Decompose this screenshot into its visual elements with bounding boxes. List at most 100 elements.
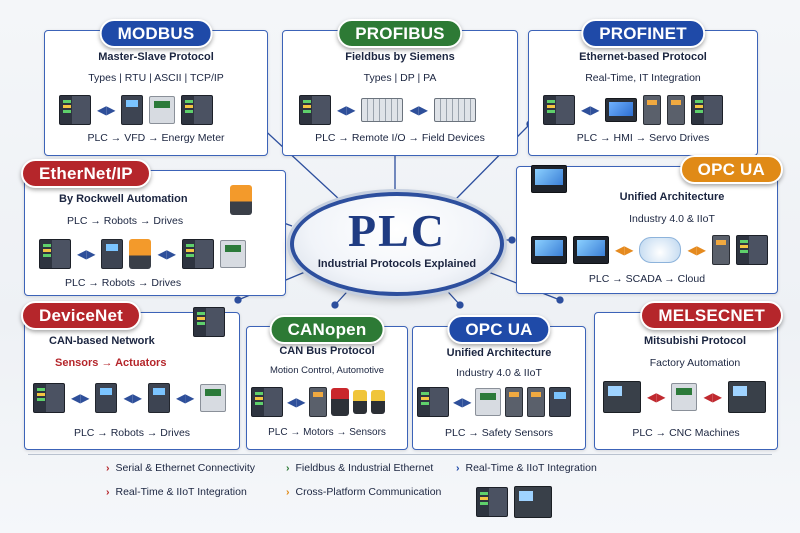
opcua-right-chain: PLC → SCADA → Cloud (588, 273, 706, 285)
center-subtitle: Industrial Protocols Explained (317, 258, 477, 270)
arrow-icon: ◀▶ (409, 103, 428, 117)
opcua-bottom-badge: OPC UA (447, 315, 551, 344)
ethernetip-badge: EtherNet/IP (21, 159, 151, 188)
ethernetip-desc: By Rockwell Automation (59, 193, 188, 205)
opcua-right-types: Industry 4.0 & IIoT (629, 213, 715, 225)
plc-device (39, 239, 71, 269)
robot-arm-device (230, 185, 252, 215)
robot-device (129, 239, 152, 269)
plc-device (251, 387, 283, 417)
opcua-bottom-chain: PLC → Safety Sensors (445, 427, 553, 439)
arrow-icon: ◀▶ (337, 103, 356, 117)
servo-device (309, 387, 328, 417)
plc-device (299, 95, 331, 125)
plc-device (543, 95, 575, 125)
plc-device (417, 387, 449, 417)
devicenet-chain: PLC → Robots → Drives (73, 427, 191, 439)
sensor-device (353, 390, 368, 414)
arrow-icon: ◀▶ (687, 243, 706, 257)
opcua-bottom-panel: OPC UA Unified Architecture Industry 4.0… (412, 315, 586, 450)
drive-device (95, 383, 118, 413)
ethernetip-chain: PLC → Robots → Drives (65, 277, 182, 289)
link-modbus (257, 123, 341, 201)
opcua-right-panel: OPC UA Unified Architecture Industry 4.0… (516, 155, 783, 294)
plc-device (59, 95, 91, 125)
drive-device (101, 239, 124, 269)
profibus-desc: Fieldbus by Siemens (345, 51, 455, 63)
module-device (200, 384, 227, 412)
chevron-right-icon: › (456, 462, 460, 474)
profibus-badge: PROFIBUS (337, 19, 463, 48)
plc-device (193, 307, 225, 337)
canopen-desc: CAN Bus Protocol (279, 345, 375, 357)
arrow-icon: ◀▶ (157, 247, 176, 261)
ethernetip-devices: ◀▶ ◀▶ (39, 239, 246, 269)
ethernetip-panel: EtherNet/IP By Rockwell Automation PLC →… (21, 159, 286, 296)
hmi-device (605, 98, 638, 122)
arrow-icon: ◀▶ (615, 243, 634, 257)
melsecnet-chain: PLC → CNC Machines (632, 427, 740, 439)
arrow-icon: ◀▶ (77, 247, 96, 261)
chevron-right-icon: › (106, 462, 110, 474)
footer-divider (28, 454, 772, 455)
servo-device (527, 387, 546, 417)
field-device (433, 98, 476, 122)
chevron-right-icon: › (286, 462, 290, 474)
module-device (219, 240, 246, 268)
modbus-badge: MODBUS (99, 19, 213, 48)
safety-device (475, 388, 502, 416)
footer-item: ›Real-Time & IIoT Integration (456, 462, 597, 474)
arrow-icon: ◀▶ (647, 390, 666, 404)
footer-devices (476, 486, 552, 518)
opcua-right-badge: OPC UA (679, 155, 783, 184)
servo-device (643, 95, 662, 125)
canopen-devices: ◀▶ (251, 387, 386, 417)
motor-device (331, 388, 350, 416)
plc-device (181, 95, 214, 125)
footer-legend: ›Serial & Ethernet Connectivity ›Fieldbu… (96, 458, 656, 514)
profibus-devices: ◀▶ ◀▶ (299, 95, 476, 125)
arrow-icon: ◀▶ (123, 391, 142, 405)
pc-device (531, 165, 567, 193)
arrow-icon: ◀▶ (287, 395, 306, 409)
canopen-types: Motion Control, Automotive (269, 365, 385, 376)
profibus-types: Types | DP | PA (363, 72, 437, 84)
profinet-devices: ◀▶ (543, 95, 724, 125)
devicenet-desc: CAN-based Network (49, 335, 155, 347)
modbus-desc: Master-Slave Protocol (98, 51, 214, 63)
melsecnet-devices: ◀▶ ◀▶ (603, 381, 766, 413)
modbus-devices: ◀▶ (59, 95, 214, 125)
profinet-panel: PROFINET Ethernet-based Protocol Real-Ti… (528, 19, 758, 156)
plc-device (476, 487, 508, 517)
arrow-icon: ◀▶ (703, 390, 722, 404)
arrow-icon: ◀▶ (97, 103, 116, 117)
melsecnet-panel: MELSECNET Mitsubishi Protocol Factory Au… (594, 301, 783, 450)
plc-center-hub: PLC Industrial Protocols Explained (290, 192, 504, 296)
cloud-icon (639, 237, 682, 263)
melsecnet-types: Factory Automation (649, 357, 741, 369)
devicenet-devices: ◀▶ ◀▶ ◀▶ (33, 383, 227, 413)
servo-device (505, 387, 524, 417)
scada-device (573, 236, 609, 264)
drive-device (549, 387, 572, 417)
arrow-icon: ◀▶ (453, 395, 472, 409)
modbus-chain: PLC → VFD → Energy Meter (87, 132, 225, 144)
arrow-icon: ◀▶ (581, 103, 600, 117)
footer-item: ›Fieldbus & Industrial Ethernet (286, 462, 434, 474)
arrow-icon: ◀▶ (175, 391, 195, 405)
cnc-device (727, 381, 766, 413)
canopen-panel: CANopen CAN Bus Protocol Motion Control,… (246, 315, 408, 450)
melsecnet-badge: MELSECNET (640, 301, 783, 330)
plc-device (181, 239, 214, 269)
servo-device (711, 235, 730, 265)
profinet-badge: PROFINET (581, 19, 705, 48)
plc-device (33, 383, 65, 413)
melsecnet-desc: Mitsubishi Protocol (643, 335, 747, 347)
profibus-panel: PROFIBUS Fieldbus by Siemens Types | DP … (282, 19, 518, 156)
sensor-device (371, 390, 386, 414)
center-title: PLC (348, 205, 446, 256)
footer-item: ›Real-Time & IIoT Integration (106, 486, 247, 498)
scada-device (531, 236, 567, 264)
canopen-badge: CANopen (269, 315, 385, 344)
opcua-right-devices: ◀▶ ◀▶ (531, 235, 768, 265)
